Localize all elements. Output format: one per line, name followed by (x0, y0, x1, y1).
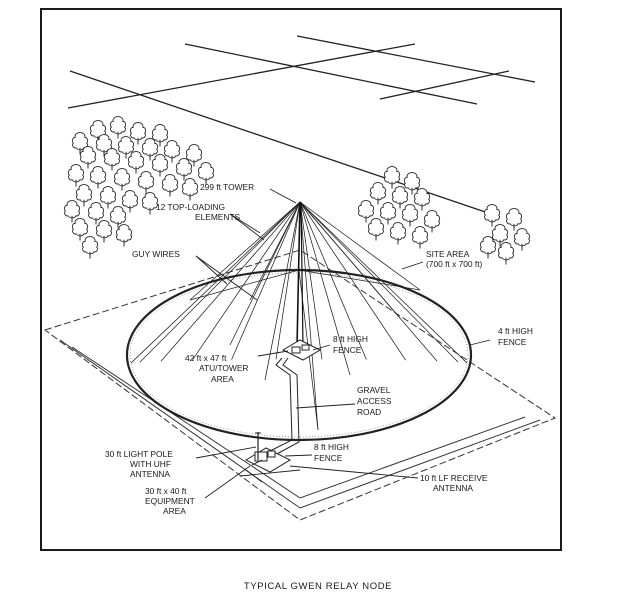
label-fence-8ft-lower-2: FENCE (314, 453, 343, 463)
label-fence-8ft-upper-2: FENCE (333, 345, 362, 355)
label-top-loading: 12 TOP-LOADING (156, 202, 225, 212)
label-receive-antenna: 10 ft LF RECEIVE (420, 473, 488, 483)
label-equipment: 30 ft x 40 ft (145, 486, 187, 496)
label-top-loading-2: ELEMENTS (195, 212, 241, 222)
label-site-area-2: (700 ft x 700 ft) (426, 259, 483, 269)
label-atu-3: AREA (211, 374, 234, 384)
power-lines (67, 35, 536, 218)
label-light-pole-2: WITH UHF (130, 459, 171, 469)
perimeter-fence-ellipse-inner (129, 272, 469, 438)
label-equipment-2: EQUIPMENT (145, 496, 195, 506)
label-atu: 42 ft x 47 ft (185, 353, 227, 363)
figure-caption: TYPICAL GWEN RELAY NODE (243, 581, 393, 592)
label-light-pole: 30 ft LIGHT POLE (105, 449, 173, 459)
tower (296, 201, 304, 348)
leader-lines (195, 188, 491, 499)
label-equipment-3: AREA (163, 506, 186, 516)
label-fence-4ft: 4 ft HIGH (498, 326, 533, 336)
perimeter-road (59, 339, 541, 509)
gravel-access-road (267, 357, 300, 456)
top-loading-elements (130, 201, 468, 431)
labels: 299 ft TOWER 12 TOP-LOADING ELEMENTS GUY… (105, 182, 533, 516)
label-fence-4ft-2: FENCE (498, 337, 527, 347)
label-tower: 299 ft TOWER (200, 182, 254, 192)
label-gravel: GRAVEL (357, 385, 391, 395)
label-atu-2: ATU/TOWER (199, 363, 248, 373)
equipment-area (244, 432, 292, 473)
label-guy-wires: GUY WIRES (132, 249, 180, 259)
label-site-area: SITE AREA (426, 249, 470, 259)
label-gravel-3: ROAD (357, 407, 381, 417)
site-area-boundary (43, 249, 557, 521)
lf-receive-antenna (239, 469, 301, 483)
label-fence-8ft-upper: 8 ft HIGH (333, 334, 368, 344)
label-gravel-2: ACCESS (357, 396, 392, 406)
atu-tower-area (281, 339, 322, 361)
label-light-pole-3: ANTENNA (130, 469, 170, 479)
diagram-frame (40, 8, 562, 551)
tree-cluster-left (63, 116, 215, 259)
label-fence-8ft-lower: 8 ft HIGH (314, 442, 349, 452)
label-receive-antenna-2: ANTENNA (433, 483, 473, 493)
